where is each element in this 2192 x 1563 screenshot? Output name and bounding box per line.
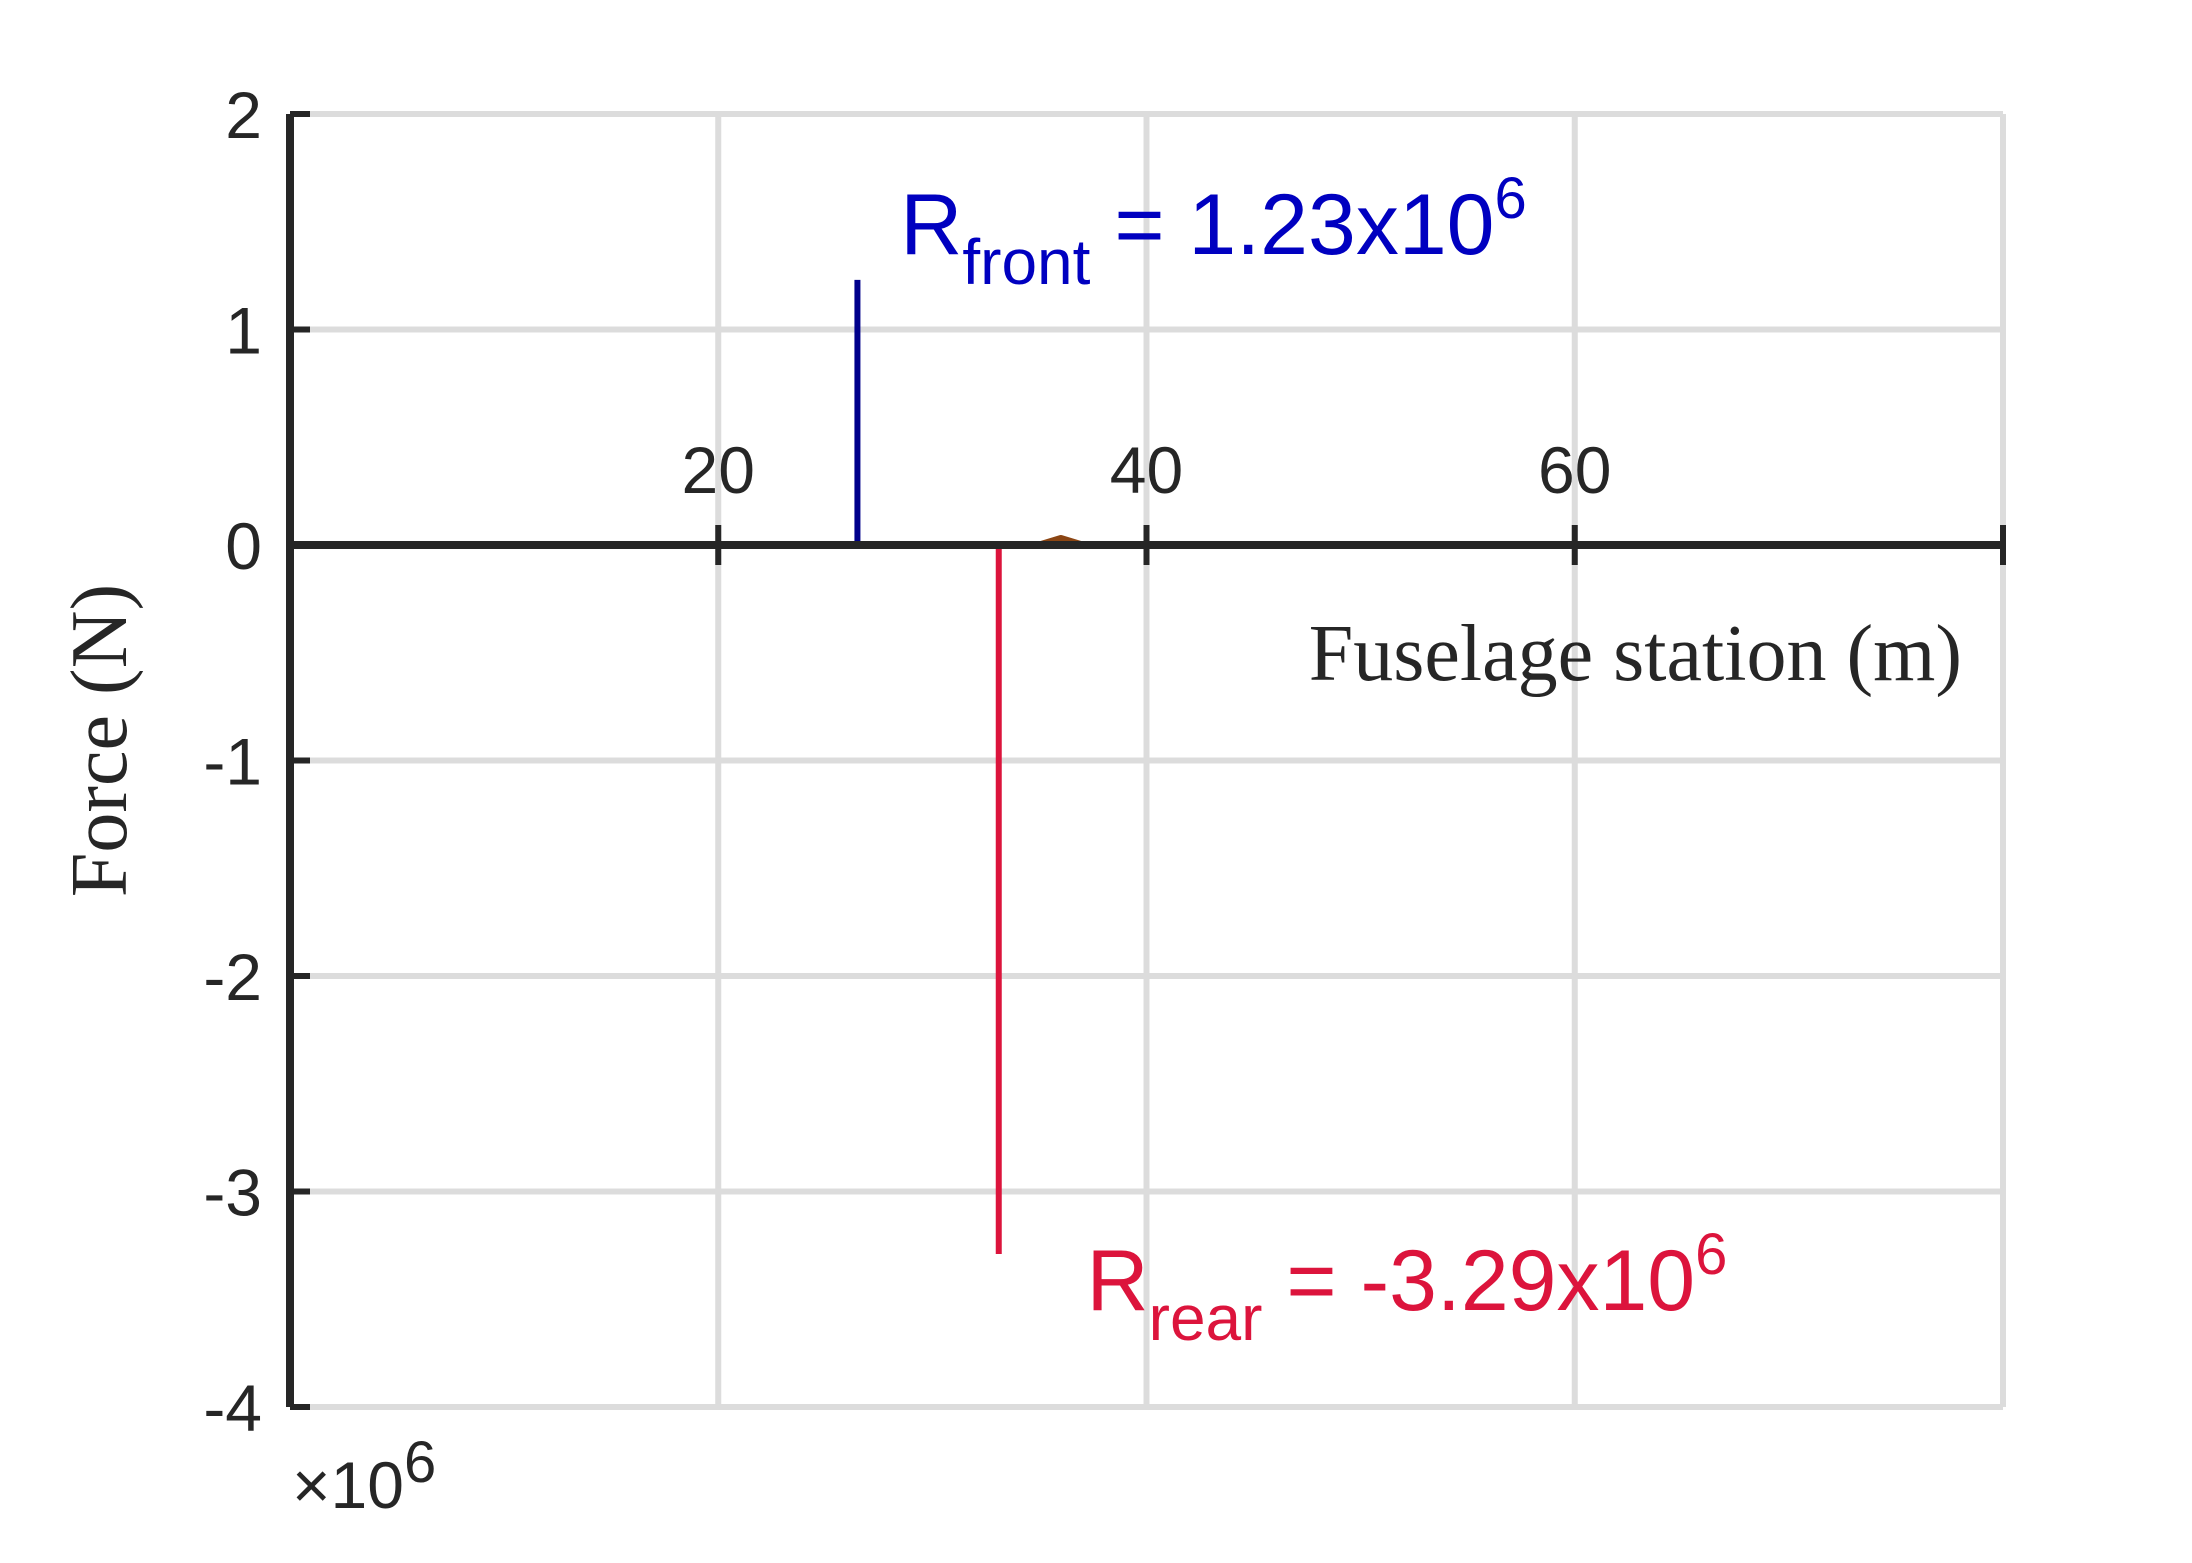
x-tick-label: 40	[1110, 433, 1183, 507]
y-tick-label: -4	[203, 1371, 262, 1445]
annotation-front-exponent: 6	[1494, 166, 1526, 231]
x-tick-label: 20	[682, 433, 755, 507]
y-axis-label: Force (N)	[56, 584, 144, 897]
y-tick-label: 0	[225, 509, 262, 583]
annotation-rear-base: R	[1087, 1233, 1149, 1329]
annotation-r-front: Rfront = 1.23x106	[900, 166, 1527, 298]
y-multiplier-prefix: ×10	[292, 1448, 404, 1522]
annotation-front-base: R	[900, 177, 962, 273]
y-tick-label: -1	[203, 725, 262, 799]
y-tick-label: -2	[203, 940, 262, 1014]
data-layer	[290, 279, 1768, 1254]
annotation-rear-subscript: rear	[1149, 1282, 1263, 1354]
annotation-rear-exponent: 6	[1695, 1222, 1727, 1287]
annotation-r-rear: Rrear = -3.29x106	[1087, 1222, 1728, 1354]
y-tick-label: 1	[225, 294, 262, 368]
tick-labels: 2 1 0 -1 -2 -3 -4 20 40 60	[203, 78, 1611, 1445]
grid-lines	[290, 111, 2006, 1410]
x-tick-label: 60	[1538, 433, 1611, 507]
y-tick-label: 2	[225, 78, 262, 152]
annotation-rear-value: = -3.29x10	[1262, 1233, 1695, 1329]
x-axis-label: Fuselage station (m)	[1309, 610, 1962, 698]
annotation-front-value: = 1.23x10	[1090, 177, 1494, 273]
annotation-front-subscript: front	[962, 226, 1090, 298]
y-tick-label: -3	[203, 1156, 262, 1230]
axes	[286, 111, 2006, 1410]
y-multiplier-exponent: 6	[404, 1430, 436, 1495]
y-multiplier-label: ×106	[292, 1430, 436, 1522]
